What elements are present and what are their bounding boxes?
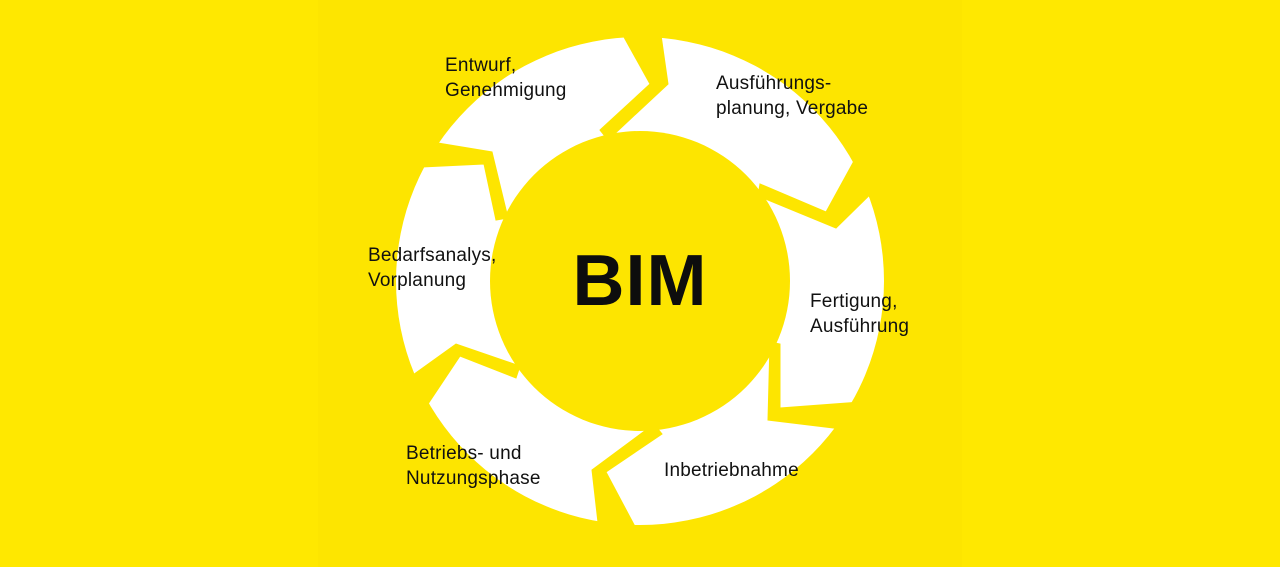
background-band-left	[0, 0, 318, 567]
phase-label-betriebsphase: Betriebs- und Nutzungsphase	[406, 441, 541, 491]
phase-label-line: Entwurf,	[445, 55, 517, 76]
phase-label-line: Bedarfsanalys,	[368, 245, 497, 266]
phase-label-line: Ausführungs-	[716, 73, 832, 94]
phase-label-entwurf: Entwurf, Genehmigung	[445, 53, 567, 103]
center-hub	[490, 131, 790, 431]
phase-label-fertigung: Fertigung, Ausführung	[810, 289, 909, 339]
background-band-right	[962, 0, 1280, 567]
phase-label-line: Nutzungsphase	[406, 468, 541, 489]
phase-label-inbetriebnahme: Inbetriebnahme	[664, 458, 799, 483]
center-title: BIM	[572, 241, 708, 321]
phase-label-bedarfsanalyse: Bedarfsanalys, Vorplanung	[368, 243, 496, 293]
phase-label-line: Ausführung	[810, 316, 910, 337]
phase-label-line: Betriebs- und	[406, 443, 522, 464]
phase-label-line: Genehmigung	[445, 80, 567, 101]
phase-label-ausfuehrungsplanung: Ausführungs- planung, Vergabe	[716, 71, 868, 121]
phase-label-line: Fertigung,	[810, 291, 898, 312]
phase-label-line: planung, Vergabe	[716, 98, 869, 119]
phase-label-line: Inbetriebnahme	[664, 460, 799, 481]
phase-label-line: Vorplanung	[368, 270, 467, 291]
